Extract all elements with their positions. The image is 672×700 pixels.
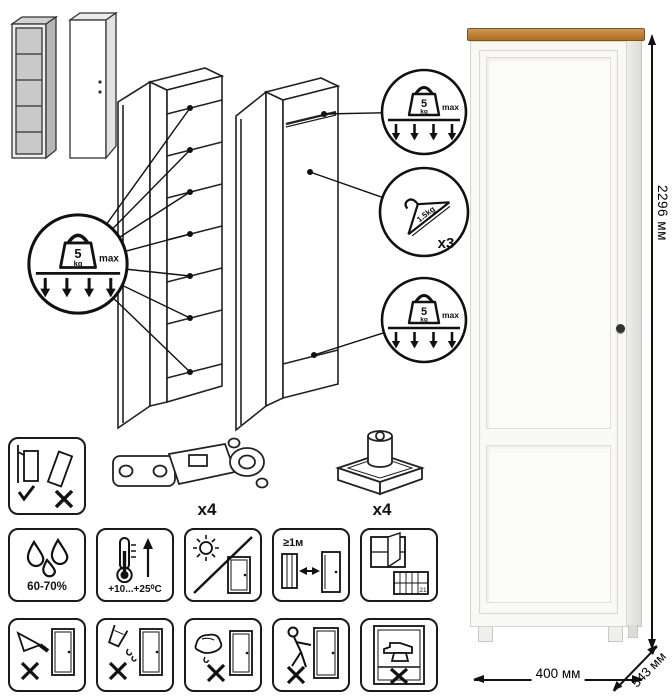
- width-dimension-label: 400 мм: [531, 666, 585, 681]
- hanger-count-label: x3: [438, 235, 455, 252]
- hinge-qty-label: x4: [198, 500, 217, 519]
- wardrobe-top-panel: [467, 28, 645, 41]
- door-frame: [479, 50, 618, 614]
- width-dimension: 400 мм: [473, 666, 643, 690]
- wardrobe-side-panel: [627, 41, 642, 627]
- sunlight-box: [184, 528, 262, 602]
- no-wet-cleaning-box: [184, 618, 262, 692]
- foot-qty-label: x4: [373, 500, 392, 519]
- bottom-shelf-weight-limit-badge: [382, 278, 466, 362]
- hanger-icon: [404, 198, 451, 237]
- humidity-value: 60-70%: [27, 580, 67, 593]
- tipover-warning-box: [8, 437, 86, 515]
- ventilation-box: 21: [360, 528, 438, 602]
- no-heavy-load-box: [360, 618, 438, 692]
- temperature-box: +10...+25⁰C: [96, 528, 174, 602]
- no-sharp-tools-box: [8, 618, 86, 692]
- tipover-warning-icon: [17, 445, 74, 509]
- top-shelf-weight-limit-badge: [382, 70, 466, 154]
- hinge-icon: [112, 437, 269, 489]
- height-dimension-label: 2296 мм: [655, 185, 670, 241]
- arrow-up-icon: [647, 34, 656, 45]
- humidity-box: 60-70%: [8, 528, 86, 602]
- water-drops-icon: [26, 537, 69, 577]
- no-pushing-box: [272, 618, 350, 692]
- heat-distance-box: ≥1м: [272, 528, 350, 602]
- cabinet-thumbnail-open: [9, 15, 59, 160]
- temperature-value: +10...+25⁰C: [108, 584, 162, 595]
- thermometer-icon: [116, 537, 153, 583]
- wardrobe-foot-back: [628, 625, 638, 638]
- door-lower-panel: [486, 445, 611, 603]
- heat-distance-icon: [281, 551, 341, 593]
- leader-dots: [187, 105, 327, 375]
- wardrobe-render: [467, 28, 645, 652]
- ventilation-radiator-icon: 21: [370, 532, 429, 595]
- cabinet-thumbnail-door: [67, 11, 119, 160]
- wardrobe-foot-right: [608, 627, 623, 642]
- no-wet-cleaning-icon: [194, 630, 253, 683]
- arrow-down-icon: [647, 639, 656, 650]
- arrow-right-icon: [632, 675, 643, 683]
- shelf-cabinet-drawing: [117, 67, 225, 430]
- min-distance-value: ≥1м: [283, 537, 304, 549]
- wardrobe-foot-left: [478, 627, 493, 642]
- shelf-weight-limit-badge: [29, 215, 127, 313]
- no-sharp-tools-icon: [16, 628, 75, 681]
- no-direct-sunlight-icon: [193, 535, 253, 594]
- wardrobe-door: [470, 41, 627, 627]
- door-knob-icon: [616, 324, 625, 333]
- hanging-cabinet-drawing: [235, 77, 341, 432]
- no-liquids-icon: [108, 624, 163, 681]
- foot-icon: [335, 430, 425, 496]
- hanger-limit-badge: 1.5kg x3: [378, 166, 470, 258]
- cabinet-diagrams: 5 kg max: [9, 11, 470, 432]
- hardware-parts: x4 x4: [112, 430, 425, 519]
- no-heavy-load-icon: [373, 625, 425, 685]
- radiator-number-label: 21: [419, 587, 427, 594]
- no-liquids-box: [96, 618, 174, 692]
- no-pushing-icon: [286, 626, 339, 685]
- height-dimension-line: [647, 34, 656, 650]
- arrow-left-icon: [473, 675, 484, 683]
- door-upper-panel: [486, 57, 611, 429]
